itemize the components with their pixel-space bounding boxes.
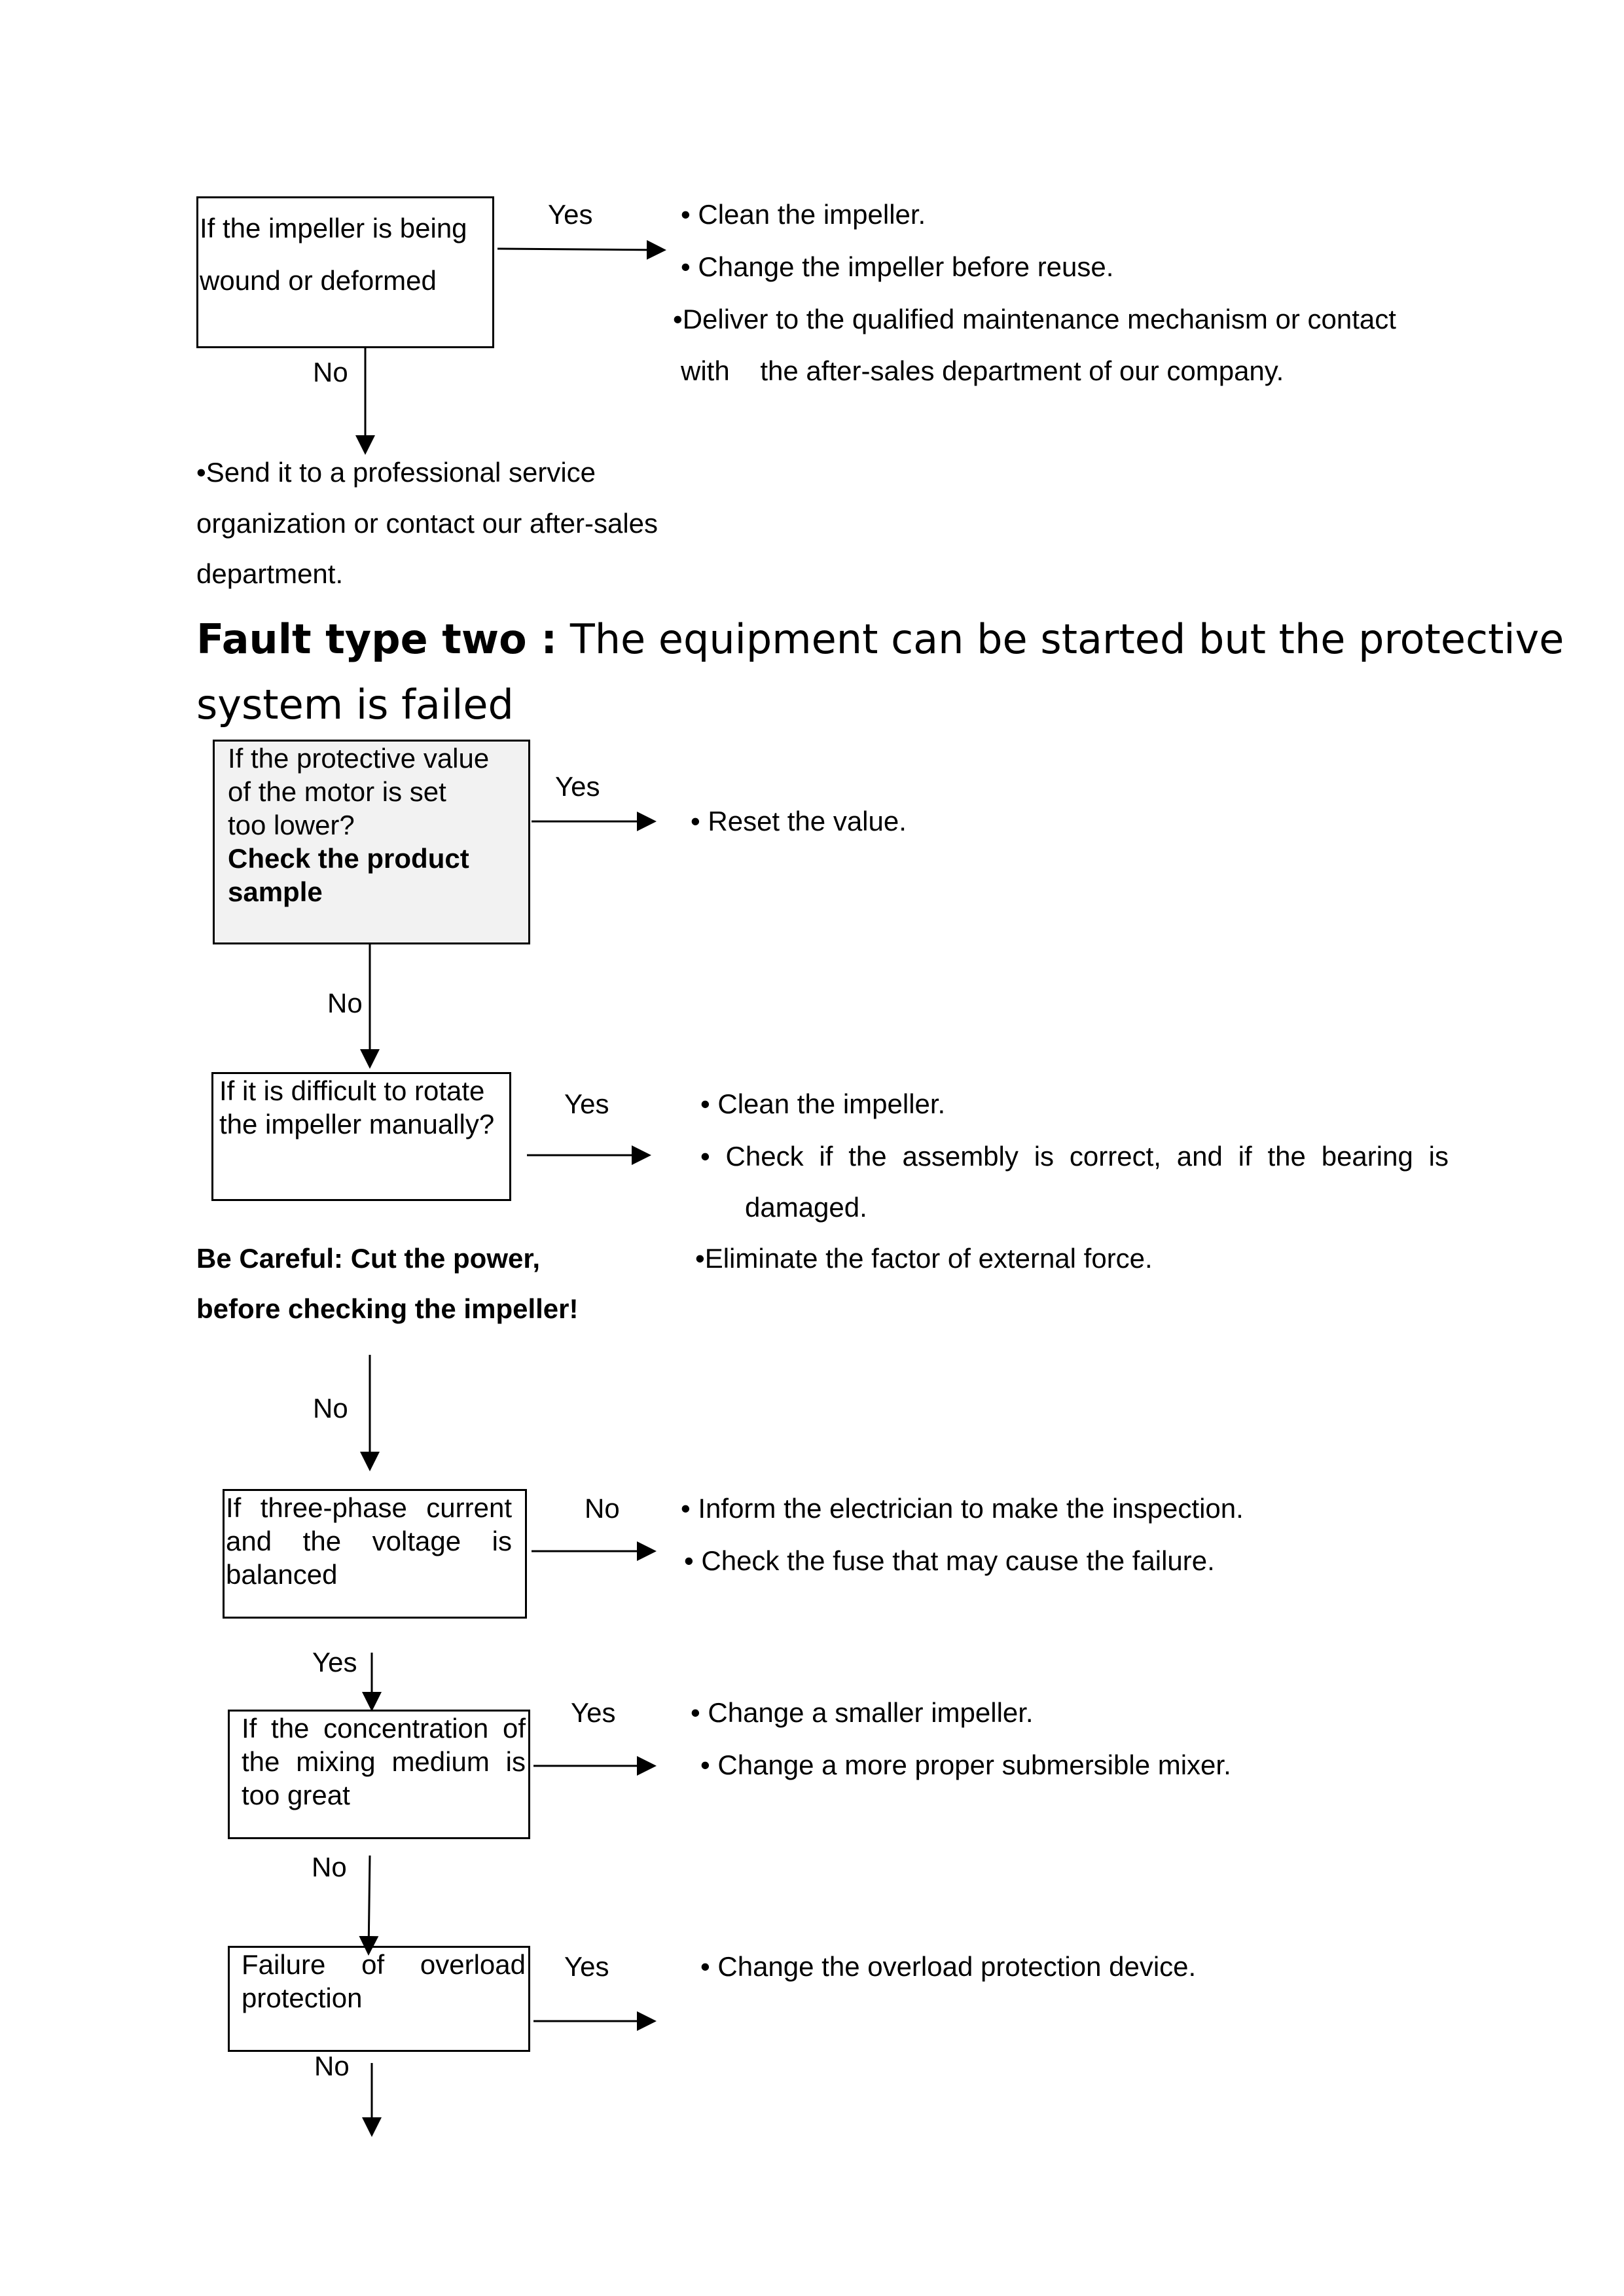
decision-box-impeller-wound: If the impeller is being wound or deform… xyxy=(196,196,494,348)
arrow-no-step4 xyxy=(359,1855,379,1956)
box-text-line: balanced xyxy=(226,1559,338,1590)
yes-label: Yes xyxy=(312,1647,357,1677)
box-text-line: of the motor is set xyxy=(228,776,446,807)
heading-text: The equipment can be started but the pro… xyxy=(557,615,1564,663)
action-item-continued: damaged. xyxy=(745,1192,867,1223)
box-text-line-bold: sample xyxy=(228,876,323,907)
no-action-line: organization or contact our after-sales xyxy=(196,508,659,539)
box-text-line-bold: Check the product xyxy=(228,843,469,874)
action-item-continued: with the after-sales department of our c… xyxy=(681,355,1284,386)
box-text-line: If three-phase current xyxy=(226,1492,512,1523)
decision-box-concentration: If the concentration of the mixing mediu… xyxy=(228,1710,530,1839)
box-text-line: the impeller manually? xyxy=(219,1109,495,1139)
decision-box-protective-value: If the protective value of the motor is … xyxy=(213,740,530,944)
action-item: • Check the fuse that may cause the fail… xyxy=(684,1545,1215,1576)
no-label: No xyxy=(327,988,363,1018)
action-item: • Check if the assembly is correct, and … xyxy=(700,1141,1449,1172)
action-item: • Change a smaller impeller. xyxy=(691,1697,1034,1728)
no-label: No xyxy=(585,1493,620,1524)
decision-box-overload: Failure of overload protection xyxy=(228,1946,530,2052)
yes-label: Yes xyxy=(571,1697,616,1728)
box-text-line: If the protective value xyxy=(228,743,490,774)
arrow-yes-section1 xyxy=(497,240,666,260)
action-item: •Deliver to the qualified maintenance me… xyxy=(673,304,1396,334)
action-item: • Clean the impeller. xyxy=(700,1088,946,1119)
no-action-line: department. xyxy=(196,558,344,589)
box-text-line: If it is difficult to rotate xyxy=(219,1075,485,1106)
no-label: No xyxy=(313,1393,348,1424)
action-item: • Change the overload protection device. xyxy=(700,1951,1197,1982)
decision-box-difficult-rotate: If it is difficult to rotate the impelle… xyxy=(211,1072,511,1201)
box-text-line: If the concentration of xyxy=(242,1713,526,1744)
no-label: No xyxy=(314,2051,350,2081)
box-text-line: and the voltage is xyxy=(226,1526,512,1556)
box-text-line: too lower? xyxy=(228,810,355,840)
action-item: • Inform the electrician to make the ins… xyxy=(681,1493,1244,1524)
box-text-line: Failure of overload xyxy=(242,1949,526,1980)
box-text-line: too great xyxy=(242,1780,350,1810)
yes-label: Yes xyxy=(564,1088,609,1119)
caution-note: before checking the impeller! xyxy=(196,1293,579,1324)
action-item: • Change a more proper submersible mixer… xyxy=(700,1749,1231,1780)
no-label: No xyxy=(312,1852,347,1882)
action-item: •Eliminate the factor of external force. xyxy=(695,1243,1153,1274)
no-label: No xyxy=(313,357,348,387)
decision-box-three-phase: If three-phase current and the voltage i… xyxy=(223,1489,527,1619)
box-text-line: protection xyxy=(242,1982,363,2013)
heading-lead: Fault type two : xyxy=(196,615,558,663)
action-item: • Change the impeller before reuse. xyxy=(681,251,1114,282)
box-text-line: If the impeller is being xyxy=(200,213,467,243)
box-text-line: the mixing medium is xyxy=(242,1746,526,1777)
caution-note: Be Careful: Cut the power, xyxy=(196,1243,541,1274)
yes-label: Yes xyxy=(555,771,600,802)
section-heading: Fault type two : The equipment can be st… xyxy=(196,615,1564,664)
yes-label: Yes xyxy=(548,199,593,230)
no-action-line: •Send it to a professional service xyxy=(196,457,596,488)
yes-label: Yes xyxy=(564,1951,609,1982)
action-item: • Reset the value. xyxy=(691,806,907,836)
box-text-line: wound or deformed xyxy=(200,265,437,296)
section-heading-line2: system is failed xyxy=(196,681,514,728)
action-item: • Clean the impeller. xyxy=(681,199,926,230)
